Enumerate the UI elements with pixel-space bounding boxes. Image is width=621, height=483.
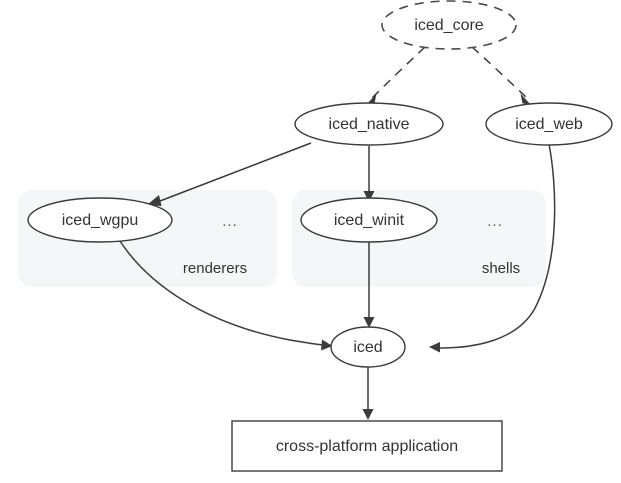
node-iced-web-ellipse (485, 102, 613, 146)
node-iced-winit[interactable]: iced_winit (300, 197, 438, 243)
node-iced-native-ellipse (294, 102, 444, 146)
edge-iced-native-to-iced-wgpu (147, 142, 312, 206)
node-iced-wgpu-ellipse (27, 197, 173, 243)
node-application-box (231, 420, 503, 472)
cluster-renderers-ellipsis: ... (222, 213, 238, 230)
node-iced-native-label: iced_native (329, 116, 410, 133)
node-iced-web[interactable]: iced_web (485, 102, 613, 146)
node-iced-core-label: iced_core (414, 17, 483, 34)
edge-iced-core-to-iced-native (366, 46, 426, 105)
edge-iced-wgpu-to-iced (119, 240, 333, 351)
node-iced-web-label: iced_web (515, 116, 583, 133)
node-application[interactable]: cross-platform application (231, 420, 503, 472)
node-iced-core-ellipse (381, 0, 517, 50)
node-iced-label: iced (353, 339, 382, 356)
edge-iced-to-application (362, 367, 374, 420)
node-iced-winit-ellipse (300, 197, 438, 243)
cluster-shells-ellipsis: ... (487, 213, 503, 230)
cluster-shells-label: shells (482, 260, 520, 277)
node-iced-ellipse (330, 326, 406, 368)
cluster-renderers-label: renderers (183, 260, 247, 277)
edge-iced-core-to-iced-web (471, 46, 531, 105)
node-iced-core[interactable]: iced_core (381, 0, 517, 50)
edge-iced-winit-to-iced (363, 242, 375, 328)
node-iced[interactable]: iced (330, 326, 406, 368)
node-iced-native[interactable]: iced_native (294, 102, 444, 146)
node-iced-wgpu[interactable]: iced_wgpu (27, 197, 173, 243)
node-iced-wgpu-label: iced_wgpu (62, 212, 139, 229)
node-application-label: cross-platform application (276, 438, 458, 455)
edge-iced-web-to-iced (429, 143, 556, 353)
edge-iced-native-to-iced-winit (363, 146, 375, 202)
node-iced-winit-label: iced_winit (334, 212, 405, 229)
